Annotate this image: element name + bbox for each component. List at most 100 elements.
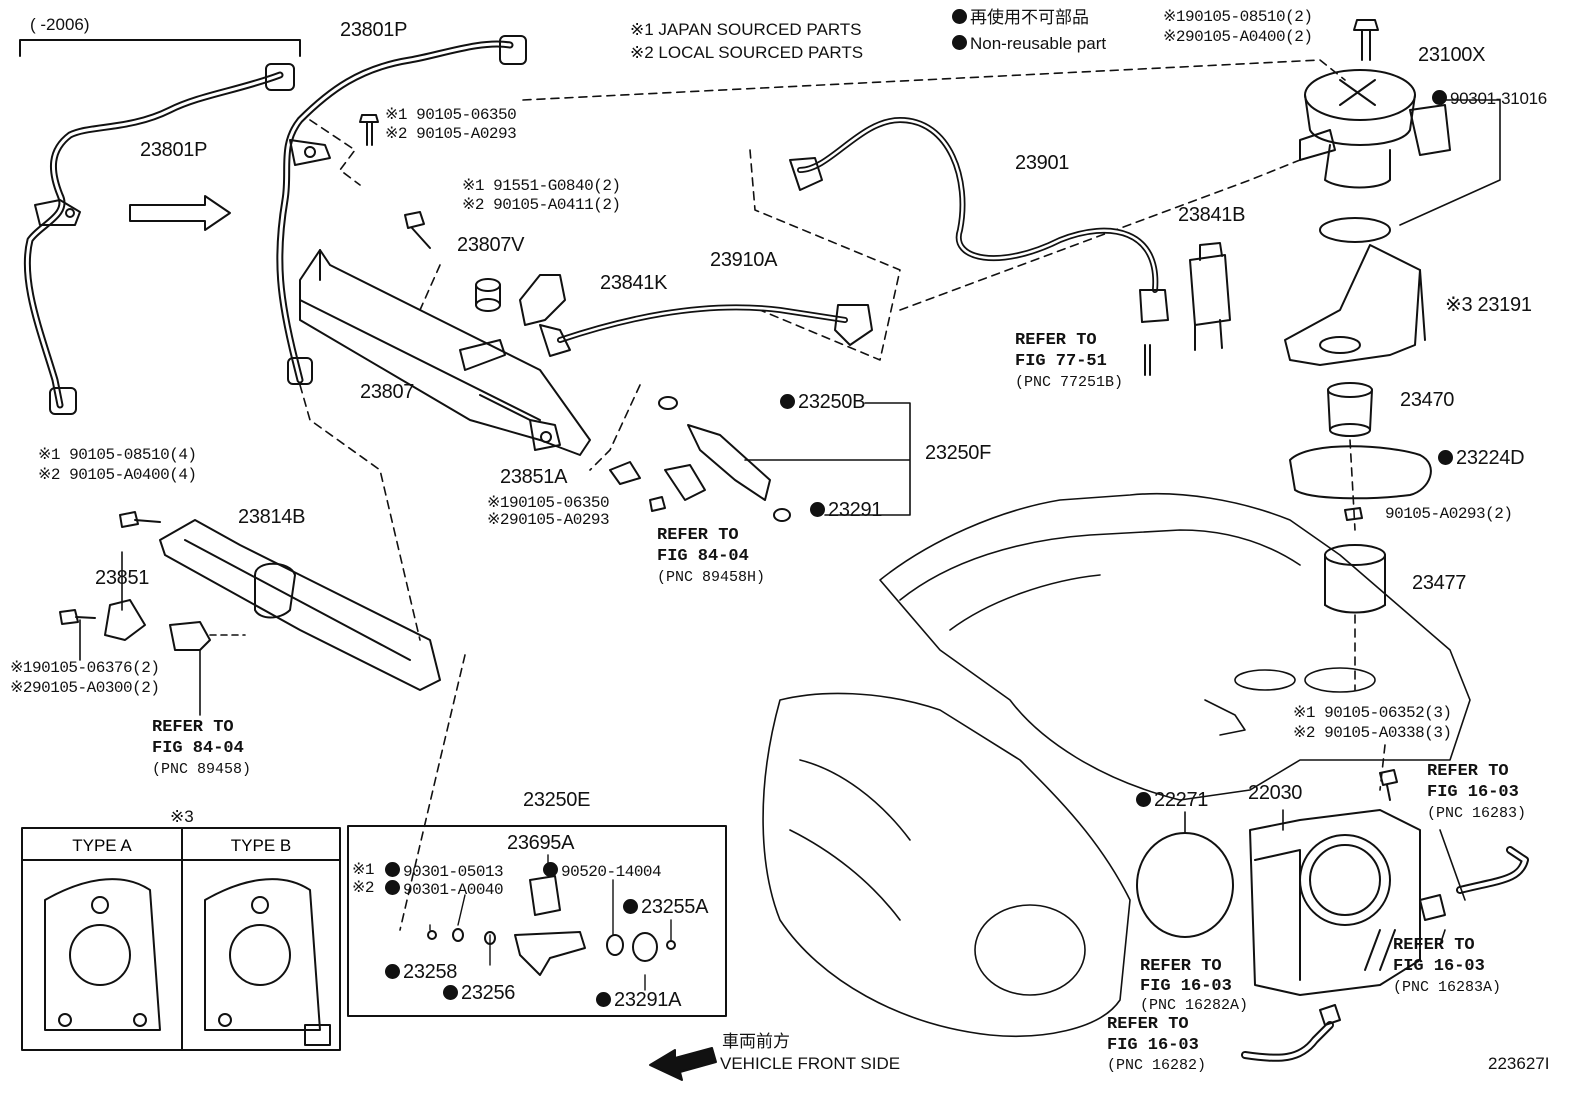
bracket-23191 — [1284, 244, 1426, 366]
bolt-b3-2: ※2 90105-A0400(4) — [38, 466, 197, 484]
refer-77-51-line1: REFER TO — [1015, 331, 1097, 350]
hose-23910A — [539, 304, 873, 357]
vehicle-front-en: VEHICLE FRONT SIDE — [720, 1054, 901, 1073]
part-23807V: 23807V — [457, 234, 525, 256]
part-23291: 23291 — [810, 500, 882, 520]
refer-16-03-d-line1: REFER TO — [1107, 1015, 1189, 1034]
bolt-b1-1: ※1 90105-06350 — [385, 106, 517, 124]
box-23250E — [347, 825, 727, 1017]
refer-84-04-b-pnc: (PNC 89458) — [152, 761, 252, 778]
lifter-23470 — [1327, 382, 1373, 437]
refer-16-03-c-line2: FIG 16-03 — [1393, 957, 1485, 976]
bolt-b5-1: ※190105-06376(2) — [10, 659, 160, 677]
part-90520-14004: 90520-14004 — [543, 862, 662, 880]
bolt-top-right-2: ※290105-A0400(2) — [1163, 28, 1313, 46]
bolt-b2-2: ※2 90105-A0411(2) — [462, 196, 621, 214]
part-23100X: 23100X — [1418, 44, 1486, 66]
part-23250E: 23250E — [523, 789, 591, 811]
part-23695A: 23695A — [507, 832, 575, 854]
refer-77-51-pnc: (PNC 77251B) — [1015, 374, 1124, 391]
gasket-22271 — [1136, 832, 1234, 938]
figure-id: 223627I — [1488, 1054, 1550, 1073]
small-bolts — [59, 19, 1398, 801]
refer-84-04-a-line1: REFER TO — [657, 526, 739, 545]
throttle-body-22030 — [1249, 809, 1446, 996]
part-23910A: 23910A — [710, 249, 778, 271]
bolt-b5-2: ※290105-A0300(2) — [10, 679, 160, 697]
injector-23250F — [609, 396, 791, 522]
bolt-b3-1: ※1 90105-08510(4) — [38, 446, 197, 464]
refer-16-03-b-pnc: (PNC 16282A) — [1140, 997, 1249, 1014]
fuel-pipe-23801P — [276, 35, 527, 385]
o-ring-pump — [1319, 217, 1391, 243]
part-23191: ※3 23191 — [1445, 294, 1532, 316]
bolt-b7-1: ※1 — [352, 861, 375, 879]
bolt-b7-2-number: 90301-A0040 — [385, 880, 504, 898]
part-23851A: 23851A — [500, 466, 568, 488]
hoses-throttle — [1241, 846, 1529, 1062]
part-23224D: 23224D — [1438, 448, 1525, 468]
legend-en: Non-reusable part — [952, 35, 1106, 52]
refer-84-04-b-line2: FIG 84-04 — [152, 739, 244, 758]
part-22271: 22271 — [1136, 790, 1208, 810]
fuel-pipe-left — [23, 63, 295, 415]
refer-84-04-b-line1: REFER TO — [152, 718, 234, 737]
note-japan-parts: ※1 JAPAN SOURCED PARTS — [630, 20, 862, 39]
refer-16-03-d-pnc: (PNC 16282) — [1107, 1057, 1207, 1074]
note-local-parts: ※2 LOCAL SOURCED PARTS — [630, 43, 864, 62]
year-range: ( -2006) — [30, 15, 90, 34]
refer-16-03-a-pnc: (PNC 16283) — [1427, 805, 1527, 822]
hose-23901 — [789, 117, 1169, 323]
type-b-label: TYPE B — [230, 836, 292, 855]
part-23250B: 23250B — [780, 392, 865, 412]
gasket-23224D — [1289, 445, 1432, 500]
tube-refer — [1144, 344, 1151, 376]
engine-block — [762, 492, 1471, 1038]
refer-16-03-a-line1: REFER TO — [1427, 762, 1509, 781]
fuel-rail-23807 — [299, 249, 591, 456]
year-bracket — [19, 39, 301, 57]
bolt-b1-2: ※2 90105-A0293 — [385, 125, 517, 143]
refer-16-03-b-line1: REFER TO — [1140, 957, 1222, 976]
part-23291A: 23291A — [596, 990, 681, 1010]
part-23801P-left: 23801P — [140, 139, 208, 161]
bolt-b4-2: ※290105-A0293 — [487, 511, 610, 529]
part-23258: 23258 — [385, 962, 457, 982]
vehicle-front-jp: 車両前方 — [722, 1032, 790, 1051]
refer-16-03-d-line2: FIG 16-03 — [1107, 1036, 1199, 1055]
legend-jp: 再使用不可部品 — [952, 9, 1089, 26]
part-23841B: 23841B — [1178, 204, 1246, 226]
right-arrow-icon — [129, 195, 231, 231]
refer-84-04-a-pnc: (PNC 89458H) — [657, 569, 766, 586]
connector-23841B — [1189, 242, 1231, 351]
bolt-b7-2: ※2 — [352, 879, 375, 897]
part-23851: 23851 — [95, 567, 150, 589]
part-23814B: 23814B — [238, 506, 306, 528]
part-23841K: 23841K — [600, 272, 668, 294]
types-box-mark: ※3 — [170, 807, 194, 826]
bolt-b2-1: ※1 91551-G0840(2) — [462, 177, 621, 195]
refer-84-04-a-line2: FIG 84-04 — [657, 547, 749, 566]
refer-16-03-b-line2: FIG 16-03 — [1140, 977, 1232, 996]
bolt-b6-1: ※1 90105-06352(3) — [1293, 704, 1452, 722]
type-a-label: TYPE A — [72, 836, 132, 855]
part-23807: 23807 — [360, 381, 415, 403]
sensor-23851 — [104, 599, 146, 641]
part-90301-31016: 90301-31016 — [1432, 90, 1547, 107]
bolt-b6-2: ※2 90105-A0338(3) — [1293, 724, 1452, 742]
part-23801P-top: 23801P — [340, 19, 408, 41]
part-23470: 23470 — [1400, 389, 1455, 411]
front-arrow-icon — [649, 1047, 717, 1081]
part-23901: 23901 — [1015, 152, 1070, 174]
part-23255A: 23255A — [623, 897, 708, 917]
sensor-refer — [169, 621, 211, 651]
refer-16-03-c-line1: REFER TO — [1393, 936, 1475, 955]
part-22030: 22030 — [1248, 782, 1303, 804]
clamp-23841K — [519, 274, 566, 326]
fuel-rail-23814B — [159, 519, 441, 691]
bolt-top-right-1: ※190105-08510(2) — [1163, 8, 1313, 26]
part-23250F: 23250F — [925, 442, 992, 464]
types-box — [21, 827, 341, 1051]
